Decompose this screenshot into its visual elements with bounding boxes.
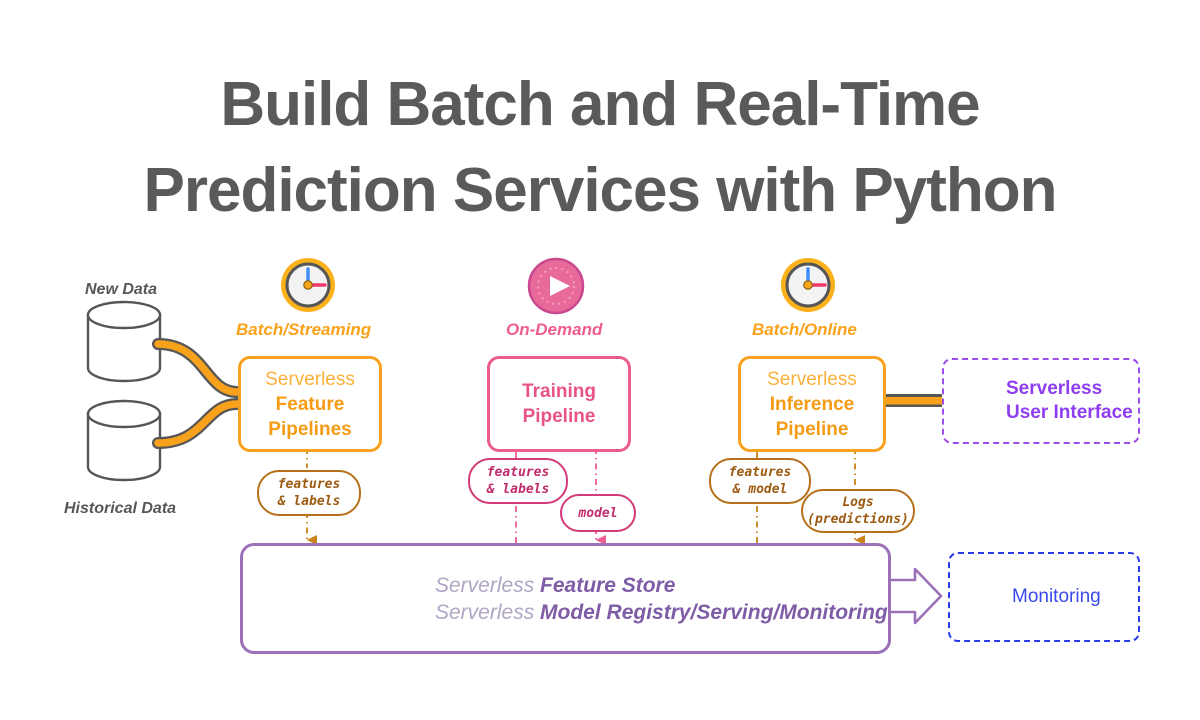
- training-pipeline-box[interactable]: Training Pipeline: [487, 356, 631, 452]
- pill-line-1: features: [728, 465, 792, 480]
- historical-data-cylinder-icon: [86, 399, 162, 482]
- play-circle-icon-on-demand: [527, 257, 585, 315]
- source-label-historical-data: Historical Data: [64, 500, 177, 517]
- clock-icon-batch-online: [781, 258, 835, 312]
- pill-line-1: features: [277, 477, 341, 492]
- pill-logs-predictions: Logs (predictions): [801, 489, 915, 533]
- pill-line-2: (predictions): [807, 512, 909, 527]
- serverless-ui-label: Serverless User Interface: [1006, 377, 1133, 425]
- page-title: Build Batch and Real-Time Prediction Ser…: [0, 62, 1200, 234]
- feature-pipelines-line2: Feature: [275, 393, 345, 415]
- monitoring-label: Monitoring: [1012, 585, 1101, 609]
- serverless-ui-line-2: User Interface: [1006, 402, 1133, 423]
- feature-pipelines-line1: Serverless: [265, 368, 355, 390]
- monitoring-box[interactable]: Monitoring: [948, 552, 1140, 642]
- pill-line-2: & model: [732, 482, 788, 497]
- clock-icon-batch-streaming: [281, 258, 335, 312]
- title-line-1: Build Batch and Real-Time: [220, 70, 980, 139]
- inference-pipeline-line3: Pipeline: [775, 418, 849, 440]
- serverless-user-interface-box[interactable]: Serverless User Interface: [942, 358, 1140, 444]
- arrow-store-to-monitoring: [882, 567, 943, 625]
- trigger-label-on-demand: On-Demand: [506, 320, 603, 339]
- title-line-2: Prediction Services with Python: [143, 156, 1057, 225]
- new-data-cylinder-icon: [86, 300, 162, 383]
- serverless-store-box[interactable]: [240, 543, 891, 654]
- trigger-label-batch-streaming: Batch/Streaming: [236, 320, 372, 339]
- pill-line-1: Logs: [842, 495, 874, 510]
- store-text-row-1: Serverless Feature Store: [435, 571, 675, 600]
- inference-pipeline-box[interactable]: Serverless Inference Pipeline: [738, 356, 886, 452]
- training-pipeline-line2: Pipeline: [522, 406, 596, 427]
- source-label-new-data: New Data: [85, 281, 158, 298]
- inference-pipeline-line1: Serverless: [767, 368, 857, 390]
- store-row2-strong: Model Registry/Serving/Monitoring: [540, 601, 888, 624]
- data-ingest-pipes: [152, 338, 243, 449]
- pill-features-and-labels-in: features & labels: [468, 458, 568, 504]
- monitoring-line-1: Monitoring: [1012, 586, 1101, 607]
- pill-line-2: & labels: [486, 482, 550, 497]
- inference-to-ui-connector: [878, 394, 942, 407]
- store-row1-strong: Feature Store: [540, 574, 676, 597]
- feature-pipelines-line3: Pipelines: [268, 418, 352, 440]
- pill-model: model: [560, 494, 636, 532]
- feature-pipelines-box[interactable]: Serverless Feature Pipelines: [238, 356, 382, 452]
- pill-line-1: model: [578, 505, 618, 521]
- pill-line-2: & labels: [277, 494, 341, 509]
- store-text-row-2: Serverless Model Registry/Serving/Monito…: [435, 598, 888, 627]
- pill-features-and-model: features & model: [709, 458, 811, 504]
- trigger-label-batch-online: Batch/Online: [752, 320, 857, 339]
- store-row1-lite: Serverless: [435, 574, 541, 597]
- training-pipeline-line1: Training: [522, 381, 596, 402]
- pill-line-1: features: [486, 465, 550, 480]
- pill-features-and-labels-out: features & labels: [257, 470, 361, 516]
- store-row2-lite: Serverless: [435, 601, 541, 624]
- serverless-ui-line-1: Serverless: [1006, 378, 1103, 399]
- inference-pipeline-line2: Inference: [769, 393, 855, 415]
